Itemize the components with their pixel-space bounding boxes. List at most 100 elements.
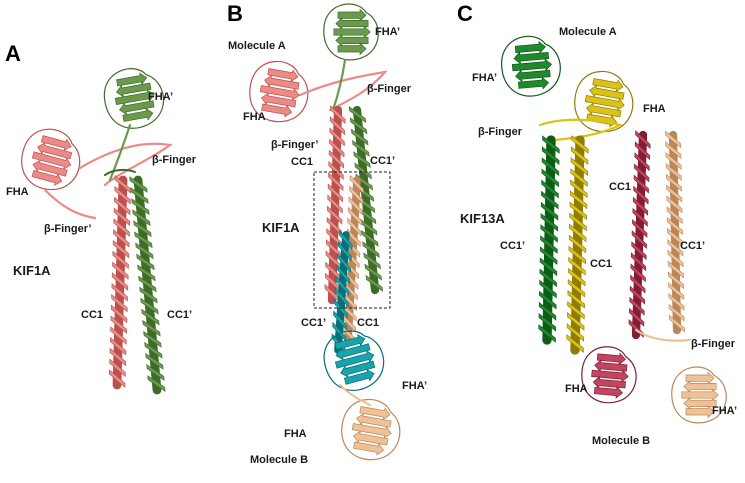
panel-a-fha-prime-domain-strand — [115, 82, 152, 98]
panel-c-cc1-yellow-helix — [566, 135, 589, 355]
panel-c-cc1-yellow-label: CC1 — [590, 258, 613, 270]
panel-b-fha-bottom-domain-strand — [352, 430, 389, 446]
panel-c-cc1-crimson-helix-turn — [634, 163, 650, 183]
panel-a-cc1-helix-turn — [111, 293, 128, 313]
panel-c-cc1-prime-peach-helix-turn — [667, 228, 684, 246]
panel-c-fha-prime-bottom-domain-loop — [671, 366, 727, 424]
panel-a-fha-domain-loop — [21, 128, 81, 191]
panel-b-fha-domain-strand — [264, 74, 300, 90]
panel-b-cc1-bottom-label: CC1 — [357, 317, 380, 329]
panel-a-cc1-helix-turn — [109, 336, 127, 356]
panel-b-molecule-b-label: Molecule B — [250, 454, 309, 466]
panel-c-fha-domain-strand — [585, 102, 622, 118]
panel-a-cc1-helix-turn — [111, 283, 128, 302]
panel-c-protein-label: KIF13A — [460, 211, 505, 226]
panel-c-cc1-prime-left-helix-turn — [538, 324, 556, 343]
panel-a-cc1-helix-turn — [110, 304, 128, 324]
panel-b-fha-prime-bottom-domain-strand — [343, 368, 375, 385]
panel-c-cc1-yellow-helix-turn — [566, 323, 585, 342]
panel-c-cc1-prime-peach-helix-turn — [667, 271, 684, 290]
panel-c-cc1-prime-left-helix-turn — [540, 212, 559, 232]
panel-a-fha-prime-domain-strand — [119, 100, 155, 116]
panel-c-fha-prime-domain-strand — [517, 76, 550, 90]
panel-b-fha-bottom-domain — [341, 398, 401, 461]
panel-a-cc1-helix-turn — [109, 347, 126, 367]
panel-b-beta-finger-label: β-Finger — [367, 83, 411, 95]
panel-b-fha-domain-strand — [260, 92, 297, 108]
panel-c-fha-prime-domain-strand — [511, 58, 552, 72]
panel-c-cc1-prime-peach-helix-turn — [666, 217, 683, 235]
panel-c-cc1-prime-peach-helix-turn — [665, 163, 682, 181]
panel-a-cc1-prime-helix-turn — [143, 330, 162, 348]
panel-a-fha-domain-strand — [31, 151, 72, 170]
panel-c-cc1-yellow-helix-turn — [570, 157, 589, 176]
panel-a-cc1-prime-helix-turn — [136, 253, 155, 271]
panel-c-cc1-prime-left-helix-turn — [541, 179, 559, 199]
panel-a-beta-finger-label: β-Finger — [152, 154, 196, 166]
panel-b-fha-bottom-domain-strand — [353, 441, 385, 456]
panel-b-teal-cc1-prime-helix-turn — [335, 275, 350, 296]
panel-c-cc1-crimson-helix-turn — [632, 196, 649, 216]
panel-a-cc1-helix-turn — [113, 218, 130, 237]
panel-b-beta-finger-loop — [298, 70, 388, 112]
panel-b-salmon-cc1-helix-turn — [326, 228, 342, 248]
panel-a-cc1-prime-helix-turn — [131, 198, 150, 216]
panel-c-cc1-crimson-helix-core — [631, 130, 648, 340]
panel-b-cc1-prime-top-label: CC1’ — [370, 155, 396, 167]
panel-c-fha-prime-bottom-domain-strand — [683, 380, 717, 394]
panel-b-peach-cc1-helix-turn — [349, 174, 364, 194]
panel-c-fha-domain-loop — [574, 70, 634, 133]
panel-c-cc1-yellow-helix-turn — [567, 300, 585, 320]
panel-c-fha-domain-strand — [584, 95, 625, 111]
panel-b-linker-bottom — [338, 383, 372, 407]
panel-a-cc1-helix-turn — [110, 326, 127, 345]
panel-b-salmon-cc1-helix-turn — [328, 160, 344, 180]
panel-c-cc1-yellow-helix-turn — [570, 146, 589, 165]
panel-c-fha-domain-strand — [589, 84, 625, 100]
panel-c-cc1-crimson-helix-turn — [630, 274, 646, 294]
panel-b-salmon-cc1-helix — [324, 105, 346, 305]
panel-a-cc1-helix-turn — [109, 358, 126, 378]
panel-a-cc1-helix-turn — [113, 229, 130, 248]
panel-b-salmon-cc1-helix-turn — [329, 116, 346, 136]
panel-a-cc1-helix-turn — [109, 369, 126, 388]
panel-c-beta-finger-top-label: β-Finger — [478, 126, 522, 138]
panel-a-cc1-prime-helix-turn — [142, 319, 161, 337]
panel-c-cc1-crimson-helix-turn — [632, 218, 648, 238]
panel-b-teal-cc1-prime-helix-turn — [338, 229, 353, 250]
panel-c-cc1-crimson-helix-turn — [634, 141, 651, 161]
panel-a-fha-prime-domain-strand — [122, 107, 154, 122]
panel-a-fha-prime-domain-loop — [103, 68, 165, 129]
panel-b-fha-domain — [249, 60, 309, 123]
panel-c-cc1-crimson-helix-turn — [632, 207, 648, 227]
panel-b-green-cc1-prime-helix-turn — [362, 241, 380, 259]
panel-a-beta-finger-prime-loop — [108, 123, 132, 182]
panel-b-salmon-cc1-helix-turn — [327, 183, 344, 203]
panel-b-salmon-cc1-helix-turn — [326, 216, 342, 236]
panel-a-cc1-helix-turn — [112, 261, 129, 280]
panel-b-fha-domain-loop — [249, 60, 309, 123]
panel-b-teal-cc1-prime-helix-turn — [337, 252, 352, 273]
panel-b-green-cc1-prime-helix-turn — [361, 229, 379, 247]
panel-a-cc1-prime-helix-turn — [129, 176, 148, 193]
panel-b-green-cc1-prime-helix-turn — [364, 263, 382, 281]
panel-b-teal-cc1-prime-helix — [331, 229, 353, 354]
panel-c-cc1-prime-peach-helix-turn — [667, 249, 684, 268]
panel-c-fha-prime-domain-strand — [515, 69, 551, 83]
panel-a-fha-label: FHA — [6, 186, 29, 198]
panel-b-teal-cc1-prime-helix-turn — [332, 321, 347, 342]
panel-a-cc1-prime-helix-turn — [134, 231, 153, 249]
panel-c-cc1-prime-peach-helix-turn — [665, 130, 682, 149]
panel-b-protein-label: KIF1A — [262, 220, 300, 235]
panel-b-teal-cc1-prime-helix-turn — [336, 264, 351, 285]
panel-a-cc1-prime-helix-turn — [139, 286, 158, 304]
panel-a-cc1-helix-turn — [112, 250, 129, 270]
panel-a-cc1-prime-helix-turn — [144, 341, 163, 359]
panel-b-green-cc1-prime-helix-turn — [349, 117, 368, 135]
panel-a-cc1-prime-helix-turn — [145, 352, 164, 370]
panel-c-fha-domain — [574, 70, 634, 133]
panel-c-cc1-yellow-helix-turn — [567, 289, 585, 309]
panel-c-cc1-yellow-helix-turn — [571, 135, 589, 154]
panel-a-cc1-prime-helix-turn — [130, 187, 149, 204]
